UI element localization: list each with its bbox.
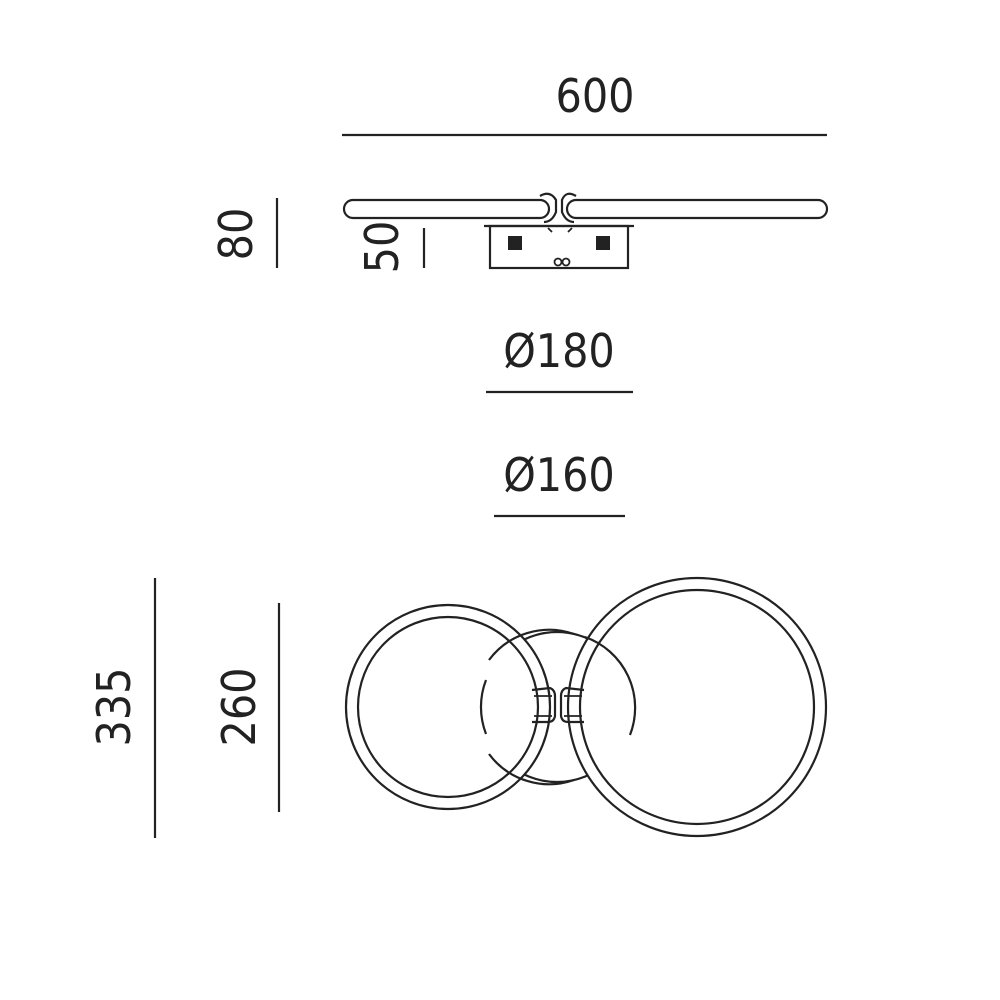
ring-height-label: 260 bbox=[212, 668, 266, 747]
overall-height-label: 335 bbox=[87, 668, 141, 747]
right-hinge-clip bbox=[560, 192, 577, 224]
canopy-disc-right-arc bbox=[584, 635, 637, 736]
diameter-large-label: Ø180 bbox=[503, 324, 615, 378]
canopy-detail-right bbox=[567, 227, 573, 233]
side-view: 600 80 50 bbox=[209, 69, 829, 274]
canopy-base bbox=[488, 224, 630, 270]
right-hinge-joint bbox=[559, 686, 585, 724]
right-ring-edge bbox=[565, 198, 829, 220]
left-ring-edge bbox=[342, 198, 551, 220]
large-ring-inner bbox=[578, 588, 816, 826]
canopy-screw-left bbox=[508, 236, 522, 250]
height-total-dimension-label: 80 bbox=[209, 208, 263, 261]
small-ring-outer bbox=[344, 603, 552, 811]
canopy-screw-right bbox=[596, 236, 610, 250]
left-hinge-joint bbox=[531, 686, 557, 724]
small-ring-inner bbox=[356, 615, 540, 799]
canopy-disc-left-arc bbox=[479, 679, 488, 735]
small-ring-mask bbox=[346, 605, 550, 809]
left-hinge-clip bbox=[539, 192, 558, 224]
canopy-connector-left bbox=[553, 257, 563, 267]
canopy-disc-bottom-arc bbox=[488, 753, 575, 786]
width-dimension-label: 600 bbox=[556, 69, 635, 123]
front-view: 335 260 bbox=[87, 576, 828, 838]
large-ring-outer bbox=[566, 576, 828, 838]
height-base-dimension-label: 50 bbox=[355, 221, 409, 274]
large-ring-mask bbox=[568, 578, 826, 836]
canopy-detail-left bbox=[547, 227, 553, 233]
canopy-disc-top-arc bbox=[488, 628, 575, 661]
canopy-connector-right bbox=[561, 257, 571, 267]
diameter-dimensions: Ø180 Ø160 bbox=[486, 324, 633, 518]
diameter-small-label: Ø160 bbox=[503, 448, 615, 502]
